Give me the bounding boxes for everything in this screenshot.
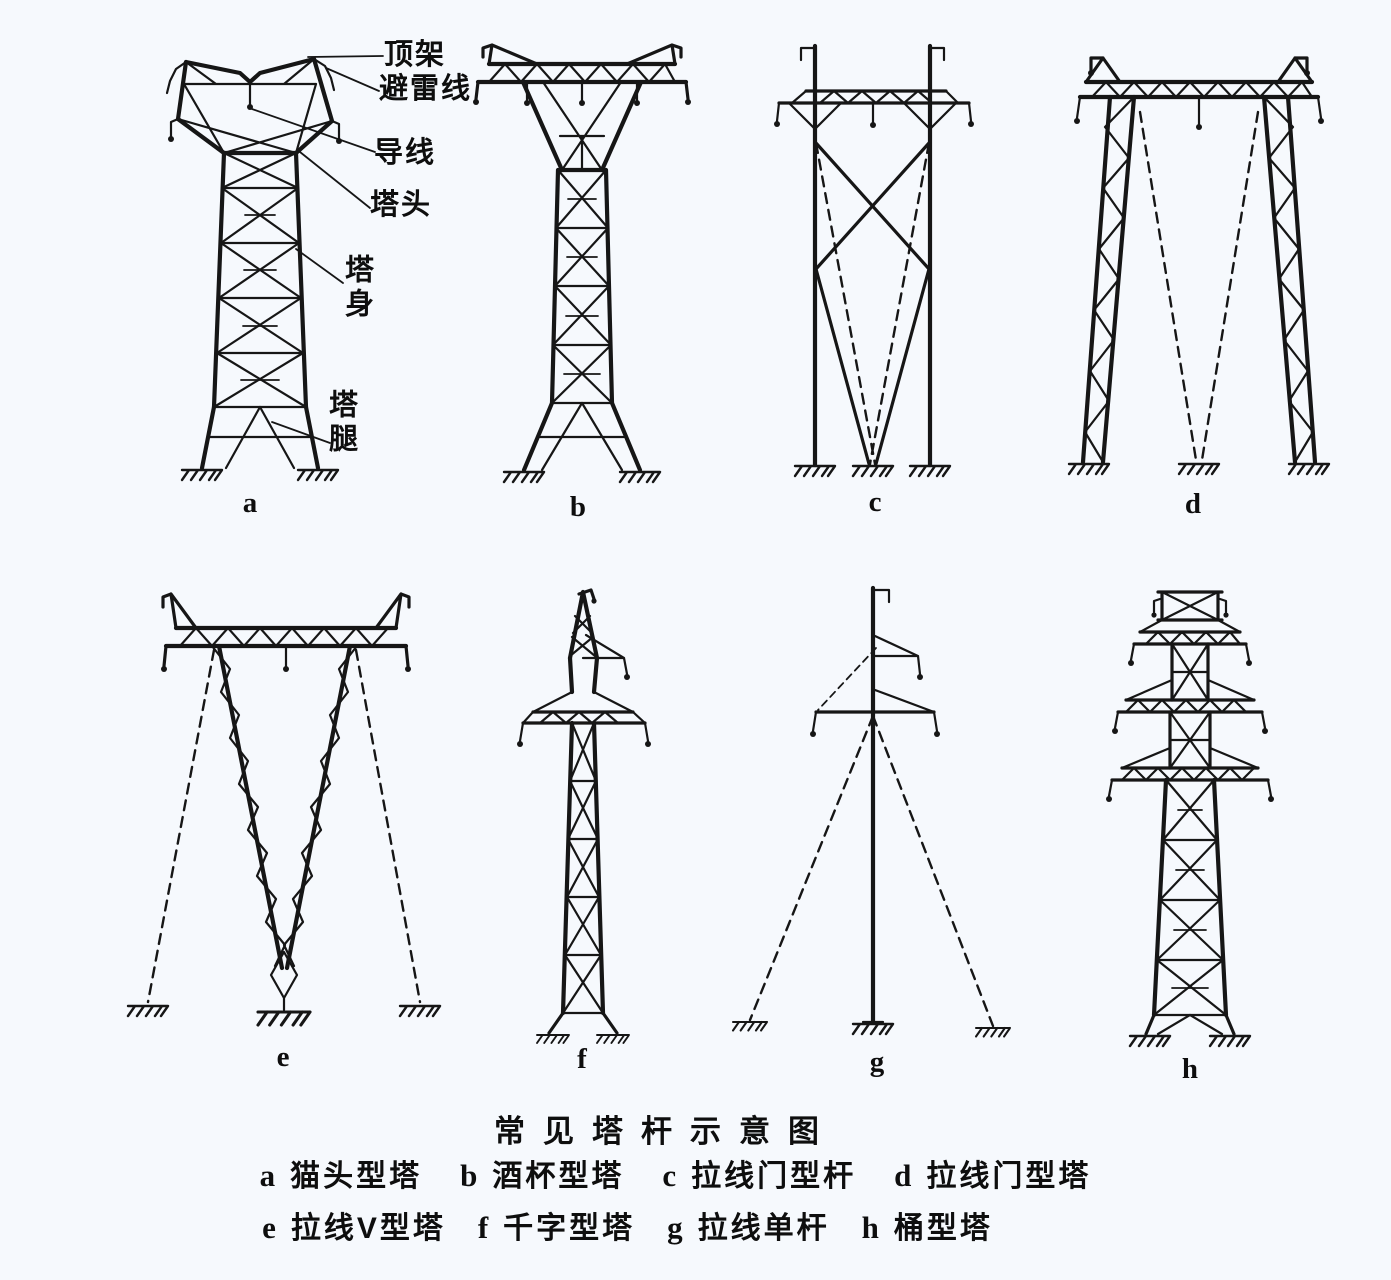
annotation-leader-lines bbox=[251, 55, 384, 444]
tower-h-drawing bbox=[1106, 590, 1274, 1048]
legend-letter-e: e bbox=[262, 1210, 276, 1245]
legend-letter-f: f bbox=[477, 1210, 489, 1245]
tower-e-drawing bbox=[126, 592, 442, 1027]
legend-item-e: e 拉线V型塔 bbox=[262, 1203, 446, 1247]
legend-letter-d: d bbox=[894, 1158, 912, 1193]
tower-a-letter-label: a bbox=[242, 487, 258, 519]
tower-b-drawing bbox=[473, 43, 691, 484]
legend-item-f: f 千字型塔 bbox=[478, 1203, 635, 1247]
annotation-lightning-wire: 避雷线 bbox=[379, 73, 473, 105]
legend-item-h: h 桶型塔 bbox=[862, 1203, 993, 1247]
tower-e-letter-label: e bbox=[276, 1041, 290, 1073]
tower-h-letter-label: h bbox=[1181, 1053, 1199, 1085]
legend-letter-g: g bbox=[667, 1210, 683, 1245]
tower-b-letter-label: b bbox=[569, 491, 587, 523]
legend-item-b: b 酒杯型塔 bbox=[460, 1151, 624, 1195]
legend-name-e: 拉线V型塔 bbox=[290, 1212, 446, 1245]
legend-row-1: a 猫头型塔 b 酒杯型塔 c 拉线门型杆 d 拉线门型塔 bbox=[0, 1151, 1371, 1195]
legend-row-2: e 拉线V型塔 f 千字型塔 g 拉线单杆 h 桶型塔 bbox=[0, 1203, 1323, 1247]
tower-d-letter-label: d bbox=[1184, 488, 1202, 520]
annotation-tower-body: 塔身 bbox=[340, 254, 373, 322]
legend-item-a: a 猫头型塔 bbox=[260, 1151, 423, 1195]
legend-name-g: 拉线单杆 bbox=[697, 1212, 830, 1245]
tower-c-letter-label: c bbox=[868, 486, 882, 518]
tower-a-drawing bbox=[165, 56, 342, 482]
tower-g-drawing bbox=[731, 585, 1012, 1038]
tower-d-drawing bbox=[1067, 56, 1331, 476]
legend-letter-c: c bbox=[662, 1158, 677, 1193]
tower-f-letter-label: f bbox=[577, 1043, 587, 1075]
annotation-top-frame: 顶架 bbox=[384, 39, 447, 71]
legend-item-c: c 拉线门型杆 bbox=[662, 1151, 856, 1195]
annotation-tower-head: 塔头 bbox=[370, 189, 433, 221]
caption-title: 常见塔杆示意图 bbox=[494, 1114, 837, 1149]
annotation-tower-legs: 塔腿 bbox=[324, 389, 357, 457]
legend-item-g: g 拉线单杆 bbox=[667, 1203, 830, 1247]
legend-item-d: d 拉线门型塔 bbox=[894, 1151, 1091, 1195]
legend-name-h: 桶型塔 bbox=[893, 1212, 993, 1245]
legend-name-c: 拉线门型杆 bbox=[691, 1160, 857, 1193]
tower-c-drawing bbox=[774, 43, 974, 478]
tower-f-drawing bbox=[517, 588, 651, 1044]
legend-letter-a: a bbox=[259, 1158, 276, 1193]
legend-name-a: 猫头型塔 bbox=[290, 1160, 423, 1193]
annotation-conductor: 导线 bbox=[374, 137, 437, 169]
tower-g-letter-label: g bbox=[869, 1046, 885, 1078]
legend-name-d: 拉线门型塔 bbox=[926, 1160, 1092, 1193]
legend-name-f: 千字型塔 bbox=[503, 1212, 636, 1245]
legend-name-b: 酒杯型塔 bbox=[492, 1160, 625, 1193]
legend-letter-b: b bbox=[460, 1158, 478, 1193]
legend-letter-h: h bbox=[861, 1210, 879, 1245]
